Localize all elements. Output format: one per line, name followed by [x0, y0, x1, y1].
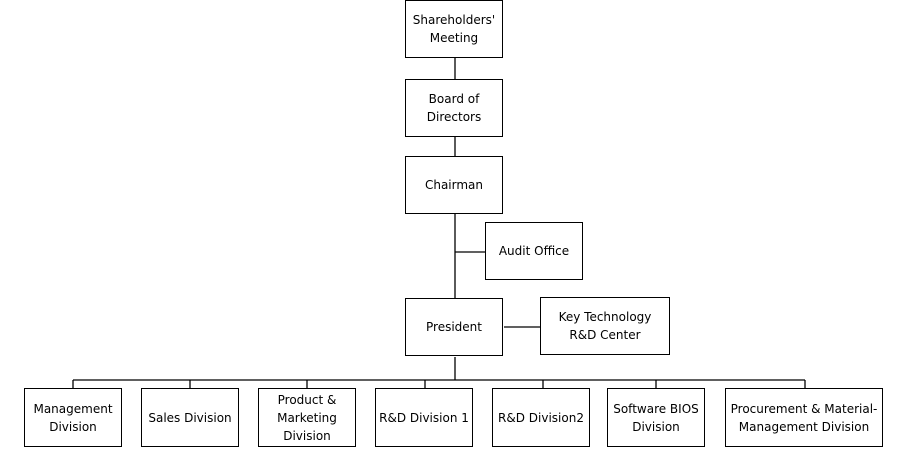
president-box: President — [405, 298, 503, 356]
division-box: R&D Division2 — [492, 388, 590, 447]
division-box: Product & Marketing Division — [258, 388, 356, 447]
key-technology-center-box: Key Technology R&D Center — [540, 297, 670, 355]
division-box: Software BIOS Division — [607, 388, 705, 447]
board-of-directors-box: Board of Directors — [405, 79, 503, 137]
division-box: Procurement & Material-Management Divisi… — [725, 388, 883, 447]
division-box: Sales Division — [141, 388, 239, 447]
chairman-box: Chairman — [405, 156, 503, 214]
shareholders-meeting-box: Shareholders' Meeting — [405, 0, 503, 58]
division-box: R&D Division 1 — [375, 388, 473, 447]
division-box: Management Division — [24, 388, 122, 447]
audit-office-box: Audit Office — [485, 222, 583, 280]
